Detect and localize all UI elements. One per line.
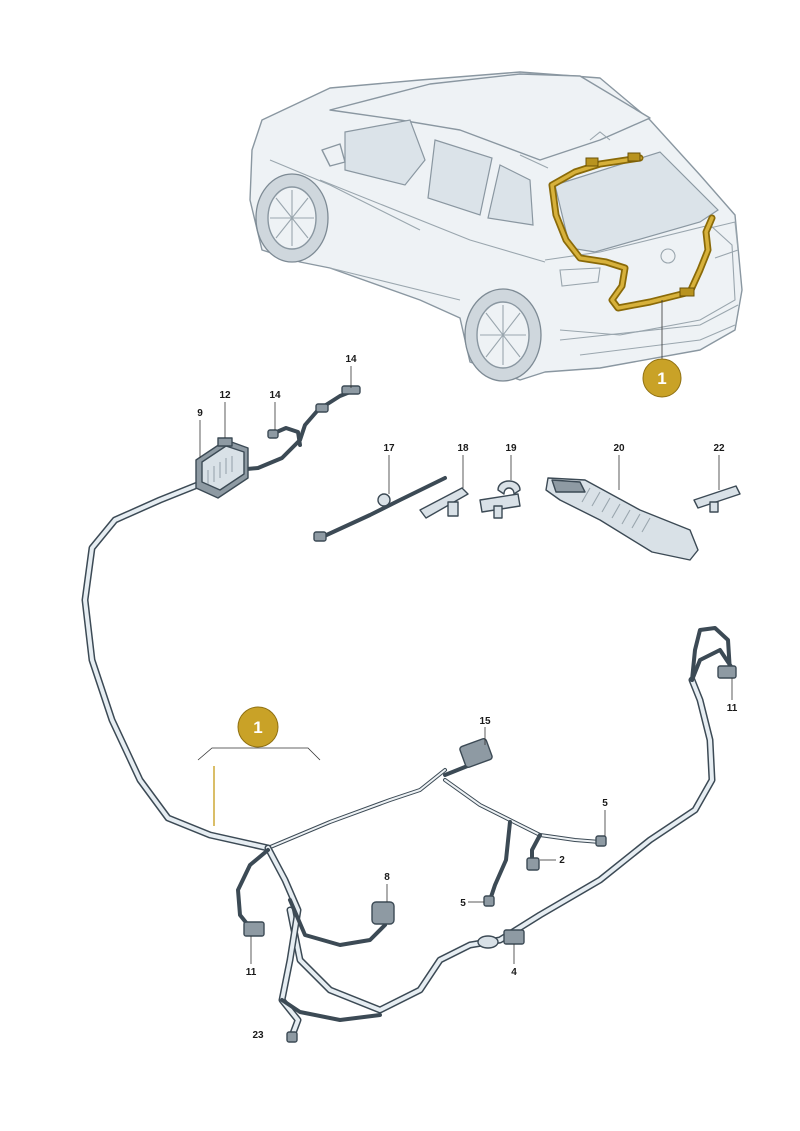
callout-number-top: 1 bbox=[657, 369, 666, 388]
part-17-cable-tie bbox=[313, 476, 447, 542]
vehicle-illustration bbox=[249, 71, 743, 382]
label-9: 9 bbox=[197, 408, 203, 419]
part-19-holder bbox=[479, 480, 521, 519]
label-18: 18 bbox=[457, 443, 469, 454]
label-8: 8 bbox=[384, 872, 390, 883]
connector-23 bbox=[286, 1031, 298, 1043]
callout-number-main: 1 bbox=[253, 718, 262, 737]
label-15: 15 bbox=[479, 716, 491, 727]
part-labels: 14 12 9 14 17 18 19 20 22 15 11 5 2 5 8 … bbox=[197, 354, 738, 1041]
connector-11-right bbox=[717, 665, 737, 679]
label-12: 12 bbox=[219, 390, 231, 401]
part-22-pad bbox=[693, 485, 741, 513]
tailgate-harness-highlight bbox=[548, 152, 716, 312]
label-23: 23 bbox=[252, 1030, 264, 1041]
callout-badge-top: 1 bbox=[642, 358, 682, 398]
connector-2 bbox=[526, 857, 540, 871]
label-11-right: 11 bbox=[727, 703, 738, 714]
connector-5-right bbox=[595, 835, 607, 847]
connector-4 bbox=[503, 929, 525, 945]
label-19: 19 bbox=[505, 443, 517, 454]
grommet bbox=[477, 935, 499, 949]
connector-11-left bbox=[243, 921, 265, 937]
connector-5-left bbox=[483, 895, 495, 907]
relay-12 bbox=[217, 437, 233, 447]
label-14-lower: 14 bbox=[269, 390, 281, 401]
label-20: 20 bbox=[613, 443, 625, 454]
label-17: 17 bbox=[383, 443, 395, 454]
main-wiring-harness bbox=[81, 480, 737, 1043]
callout-badge-main: 1 bbox=[197, 706, 321, 826]
connector-14-lower bbox=[267, 429, 279, 439]
label-4: 4 bbox=[511, 967, 517, 978]
label-14-top: 14 bbox=[345, 354, 357, 365]
part-18-clip bbox=[419, 487, 469, 519]
label-22: 22 bbox=[713, 443, 725, 454]
connector-8 bbox=[371, 901, 395, 925]
label-2: 2 bbox=[559, 855, 565, 866]
connector-15 bbox=[459, 738, 493, 768]
control-module-assembly bbox=[195, 385, 361, 499]
part-20-grommet-sleeve bbox=[545, 477, 699, 561]
label-11-left: 11 bbox=[246, 967, 257, 978]
label-5-left: 5 bbox=[460, 898, 466, 909]
label-5-right: 5 bbox=[602, 798, 608, 809]
